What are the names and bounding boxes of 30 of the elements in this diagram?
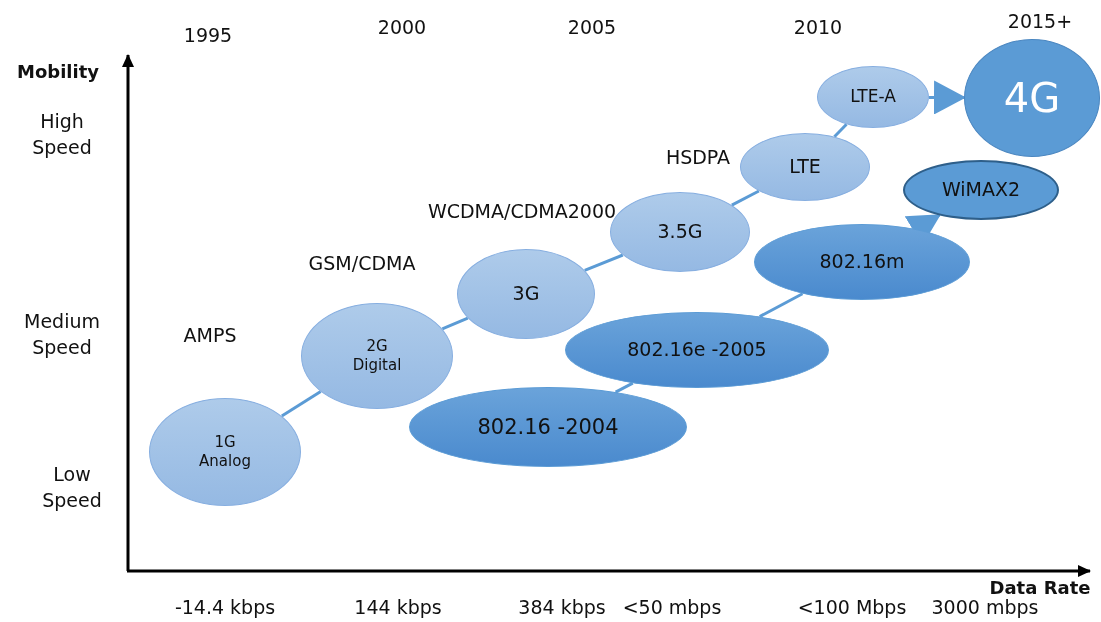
data-rate-label: 144 kbps	[353, 595, 443, 621]
node-label: WiMAX2	[941, 178, 1021, 202]
speed-label: High Speed	[31, 109, 93, 160]
year-label: 2005	[566, 15, 618, 41]
data-rate-label: <50 mbps	[621, 595, 723, 621]
speed-label: Low Speed	[41, 462, 103, 513]
technology-label: AMPS	[182, 323, 238, 349]
node-label: 802.16 -2004	[477, 413, 619, 441]
node-label: 4G	[1003, 74, 1061, 123]
node-label: 3G	[512, 282, 540, 306]
technology-label: WCDMA/CDMA2000	[426, 199, 618, 225]
node-label: 2G Digital	[351, 337, 403, 375]
technology-label: HSDPA	[664, 145, 732, 171]
year-label: 2015+	[1006, 9, 1074, 35]
speed-label: Medium Speed	[23, 309, 101, 360]
node-label: 1G Analog	[198, 433, 252, 471]
node-label: 802.16m	[819, 250, 905, 274]
data-rate-label: -14.4 kbps	[173, 595, 277, 621]
node-label: LTE	[789, 155, 821, 179]
node-label: 3.5G	[657, 220, 703, 244]
technology-label: GSM/CDMA	[307, 251, 417, 277]
data-rate-label: 384 kbps	[517, 595, 607, 621]
node-label: 802.16e -2005	[627, 338, 767, 362]
year-label: 2010	[792, 15, 844, 41]
data-rate-label: <100 Mbps	[796, 595, 908, 621]
arrow-band	[929, 80, 966, 115]
axis-title: Mobility	[16, 59, 100, 84]
year-label: 1995	[182, 23, 234, 49]
year-label: 2000	[376, 15, 428, 41]
node-label: LTE-A	[850, 86, 896, 108]
